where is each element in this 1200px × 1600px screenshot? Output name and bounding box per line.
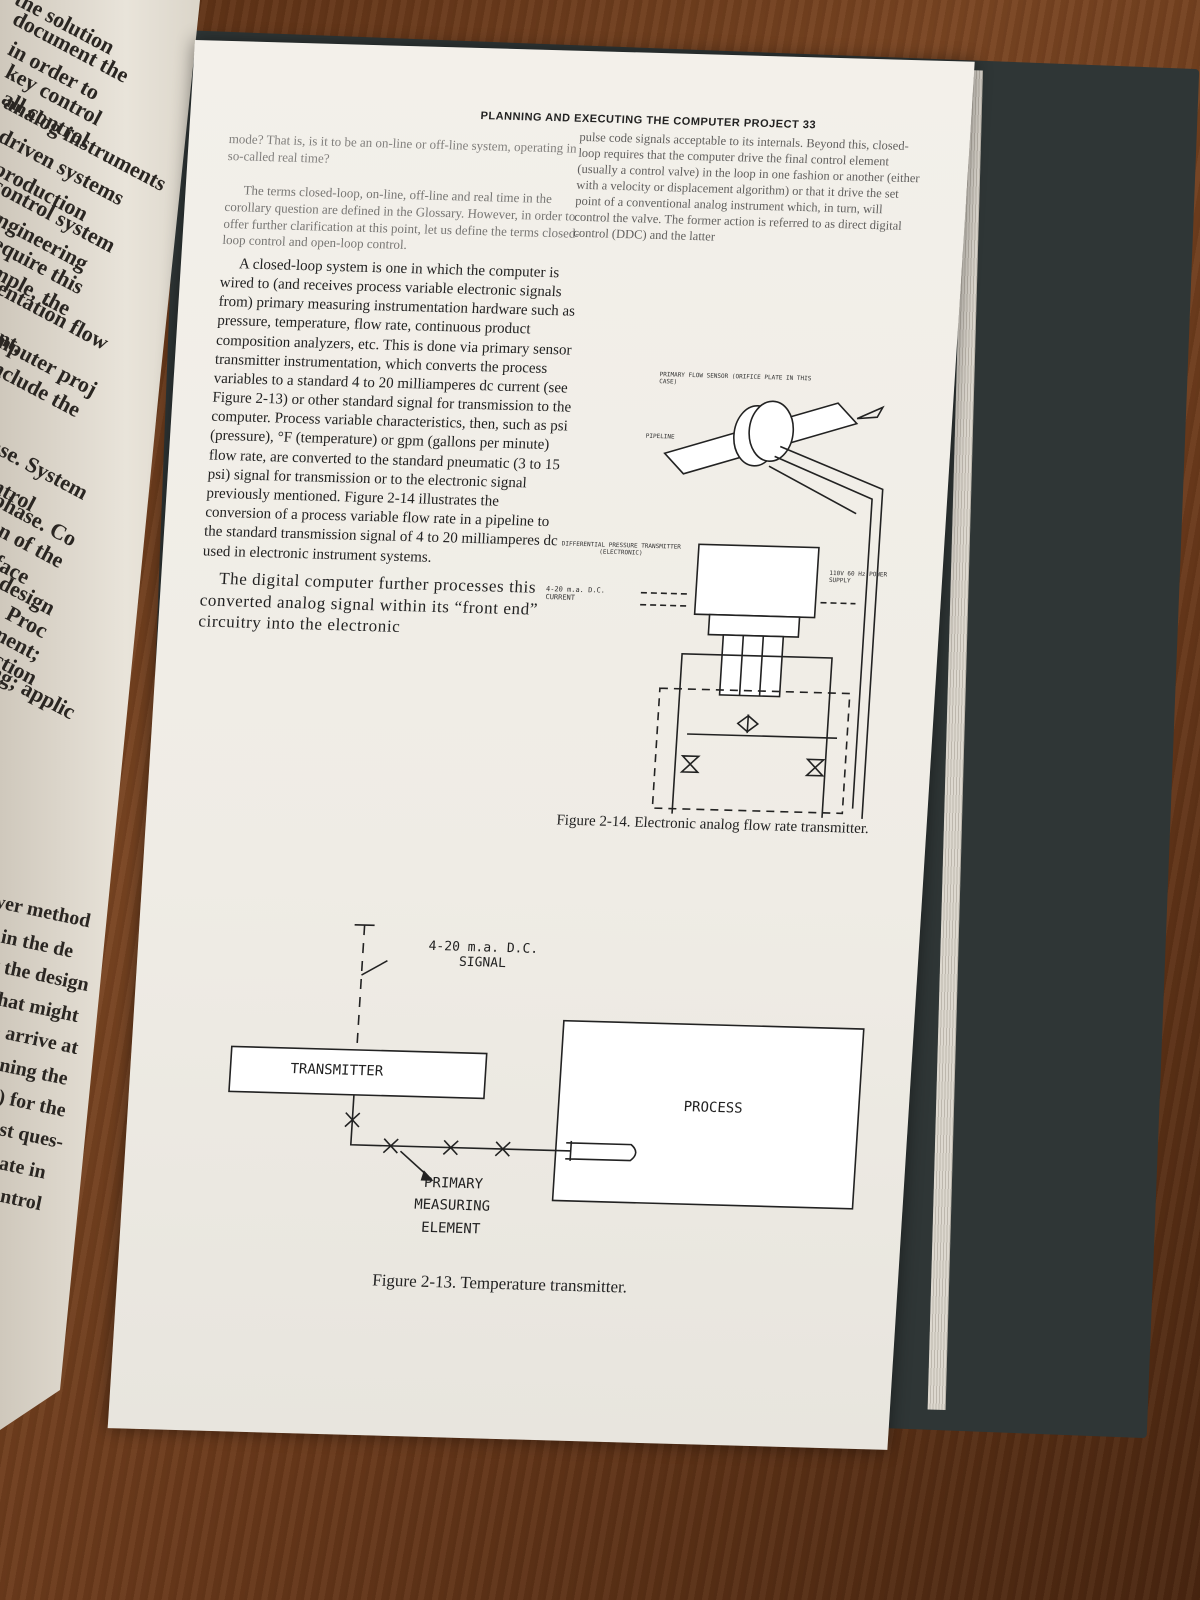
paragraph: A closed-loop system is one in which the… [202, 256, 576, 566]
paragraph: mode? That is, is it to be an on-line or… [227, 130, 578, 166]
label-process: PROCESS [683, 1099, 744, 1117]
label-pipeline: PIPELINE [645, 432, 675, 441]
right-page: PLANNING AND EXECUTING THE COMPUTER PROJ… [107, 40, 975, 1450]
label-power-supply: 110V 60 Hz POWER SUPPLY [828, 569, 888, 585]
label-dc-current: 4-20 m.a. D.C. CURRENT [545, 585, 606, 602]
temperature-transmitter-diagram [228, 924, 865, 1210]
figure-2-13: 4-20 m.a. D.C. SIGNAL TRANSMITTER PROCES… [120, 859, 924, 1297]
label-transmitter: TRANSMITTER [289, 1061, 384, 1080]
label-primary-element: PRIMARY MEASURING ELEMENT [413, 1174, 491, 1238]
flow-transmitter-diagram [640, 400, 885, 859]
text-column-left: mode? That is, is it to be an on-line or… [197, 131, 589, 648]
left-page-fragment: rning the [0, 1052, 70, 1090]
paragraph: The terms closed-loop, on-line, off-line… [222, 182, 581, 253]
figure-2-14: PRIMARY FLOW SENSOR (ORIFICE PLATE IN TH… [532, 340, 921, 859]
paragraph: The digital computer further processes t… [197, 568, 539, 637]
text-column-right: pulse code signals acceptable to its int… [573, 129, 925, 256]
left-page-fragment: wer method [0, 889, 93, 933]
figure-caption: Figure 2-13. Temperature transmitter. [371, 1270, 628, 1297]
running-head: PLANNING AND EXECUTING THE COMPUTER PROJ… [480, 110, 817, 132]
left-page-fragment: ontrol [0, 1182, 44, 1216]
left-page-fragment: s) for the [0, 1084, 68, 1122]
left-page-fragment: rate in [0, 1150, 48, 1184]
left-page-fragment: rst ques- [0, 1116, 66, 1154]
paragraph: pulse code signals acceptable to its int… [572, 129, 921, 244]
label-signal: 4-20 m.a. D.C. SIGNAL [428, 938, 539, 972]
